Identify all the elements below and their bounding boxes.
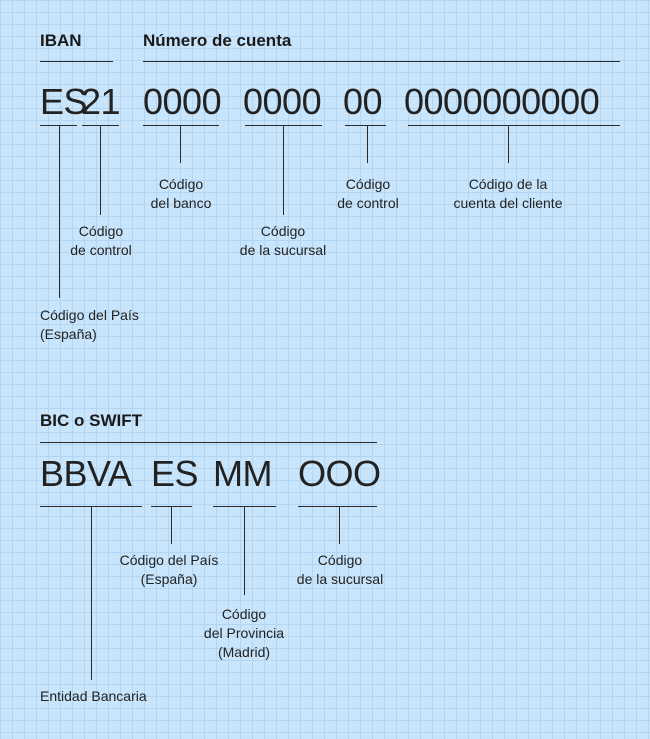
iban-country-label: Código del País (España) — [40, 307, 139, 342]
iban-bank-label: Código del banco — [150, 176, 212, 211]
iban-client-account-underline — [408, 125, 620, 126]
iban-control-connector — [100, 125, 101, 215]
iban-country-underline — [40, 125, 77, 126]
bic-country-connector — [171, 506, 172, 544]
bic-bank-code: BBVA — [40, 453, 132, 494]
bic-province-label: Código del Provincia (Madrid) — [203, 606, 285, 660]
bic-location-code: MM — [213, 453, 272, 494]
iban-branch-label: Código de la sucursal — [239, 223, 327, 258]
bic-heading-rule — [40, 442, 377, 443]
bic-branch-underline — [298, 506, 377, 507]
iban-bank-code: 0000 — [143, 81, 222, 122]
iban-branch-code: 0000 — [243, 81, 322, 122]
bic-bank-connector — [91, 506, 92, 680]
iban-control-digits: 21 — [81, 81, 121, 122]
iban-country-code: ES — [40, 81, 88, 122]
iban-control-label: Código de control — [70, 223, 132, 258]
bic-branch-label: Código de la sucursal — [296, 552, 384, 587]
bic-bank-label: Entidad Bancaria — [40, 688, 147, 704]
iban-heading: IBAN — [40, 31, 82, 50]
iban-account-control: 00 — [343, 81, 383, 122]
iban-branch-connector — [283, 125, 284, 215]
iban-bank-connector — [180, 125, 181, 163]
iban-client-account-label: Código de la cuenta del cliente — [453, 176, 563, 211]
iban-heading-rule — [40, 61, 113, 62]
iban-account-control-underline — [345, 125, 386, 126]
bic-location-connector — [244, 506, 245, 595]
iban-country-connector — [59, 125, 60, 298]
iban-bank-underline — [143, 125, 219, 126]
iban-account-control-connector — [367, 125, 368, 163]
bic-branch-connector — [339, 506, 340, 544]
iban-client-account-connector — [508, 125, 509, 163]
bic-heading: BIC o SWIFT — [40, 411, 142, 430]
bic-country-code: ES — [151, 453, 199, 494]
iban-account-control-label: Código de control — [337, 176, 399, 211]
account-heading-rule — [143, 61, 620, 62]
bic-country-label: Código del País (España) — [119, 552, 219, 587]
iban-client-account: 0000000000 — [404, 81, 600, 122]
bic-branch-code: OOO — [298, 453, 381, 494]
account-number-heading: Número de cuenta — [143, 31, 292, 50]
